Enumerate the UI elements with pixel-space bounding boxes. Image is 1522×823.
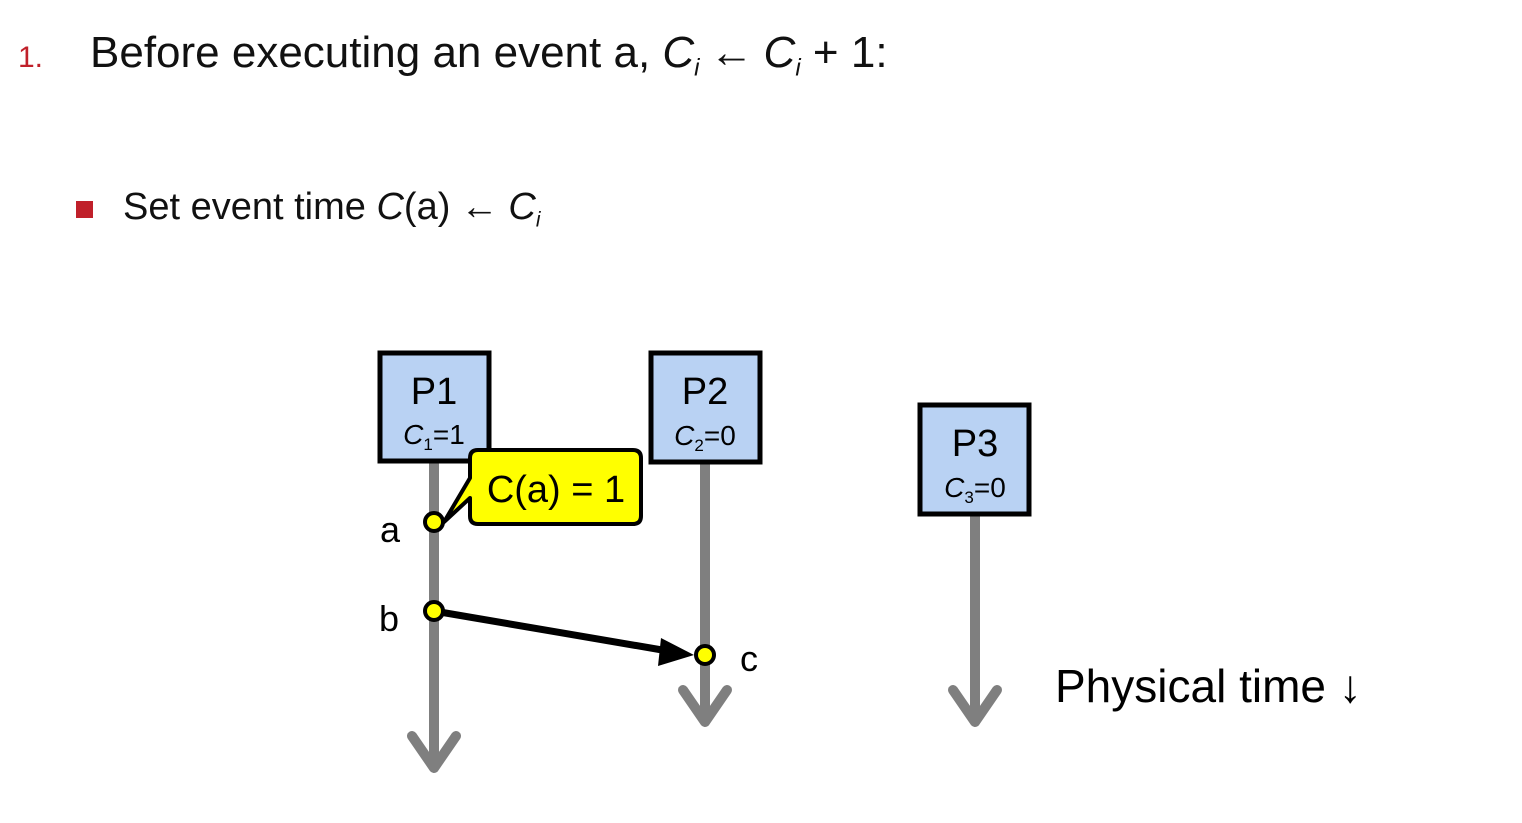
assign-arrow: ← [709,28,754,77]
clock-var: C [403,419,424,450]
event-c: c [694,638,758,679]
process-name: P2 [682,371,728,413]
bullet-text: Set event time C(a)←Ci [123,186,540,232]
event-label: b [379,598,399,639]
event-label: c [740,638,758,679]
bullet-clock-var: C [508,186,536,228]
clock-sub-2: i [795,54,801,82]
clock-sub: 1 [423,435,432,454]
clock-value: =1 [433,419,465,450]
bullet-text-before: Set event time [123,186,377,228]
process-clock: C1=1 [403,419,465,454]
clock-value: =0 [704,420,736,451]
process-box-p2: P2 C2=0 [648,350,763,465]
process-name: P1 [411,371,457,413]
clock-var: C [662,28,695,77]
bullet-clock-sub: i [535,208,541,232]
process-clock: C2=0 [674,420,736,455]
clock-value: =0 [974,472,1006,503]
bullet-arrow: ← [460,186,499,228]
step-line: 1. Before executing an event a, Ci←Ci + … [18,28,888,84]
event-arg: (a) [403,186,451,228]
step-heading: Before executing an event a, Ci←Ci + 1: [90,28,888,82]
step-number: 1. [18,41,44,74]
event-fn: C [376,186,404,228]
clock-sub: i [694,54,700,82]
clock-var-2: C [763,28,796,77]
process-box-p3: P3 C3=0 [917,402,1032,517]
clock-var: C [674,420,695,451]
bullet-square-icon [76,200,93,218]
clock-sub: 3 [964,488,973,507]
step-text-before: Before executing an event a, [90,28,663,77]
physical-time-label: Physical time ↓ [1055,660,1362,712]
event-label: a [380,509,401,550]
event-b: b [379,598,445,639]
step-text-after: + 1: [800,28,888,77]
message-arrow [433,607,694,666]
callout: C(a) = 1 [442,448,643,526]
event-a: a [380,509,445,550]
clock-var: C [944,472,965,503]
bullet-line: Set event time C(a)←Ci [76,186,540,232]
process-name: P3 [952,423,998,465]
clock-sub: 2 [694,436,703,455]
timeline-p2 [678,462,732,727]
callout-text: C(a) = 1 [487,469,625,511]
timeline-p3 [948,514,1002,727]
process-box-p1: P1 C1=1 [377,350,492,464]
process-clock: C3=0 [944,472,1006,507]
